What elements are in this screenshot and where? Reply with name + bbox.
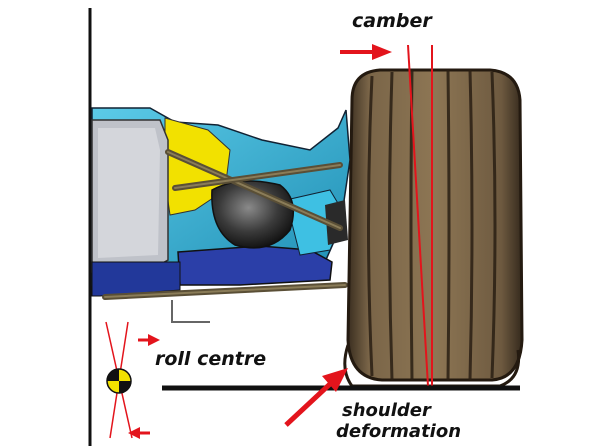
suspension-arms <box>102 149 348 300</box>
deformation-label: deformation <box>336 421 461 442</box>
camber-lines <box>407 44 433 387</box>
floor-bracket <box>171 300 210 323</box>
shoulder-label: shoulder <box>342 400 432 421</box>
camber-label: camber <box>352 10 433 32</box>
chassis <box>91 107 351 297</box>
roll-centre-arrow-upper <box>138 334 160 346</box>
tyre <box>343 68 524 388</box>
roll-centre-marker <box>106 368 132 394</box>
shoulder-deformation-arrow <box>284 368 348 427</box>
tread-grooves <box>367 69 497 381</box>
roll-centre-label: roll centre <box>155 348 266 370</box>
camber-arrow <box>340 44 392 60</box>
roll-centre-arrow-lower <box>128 427 150 439</box>
